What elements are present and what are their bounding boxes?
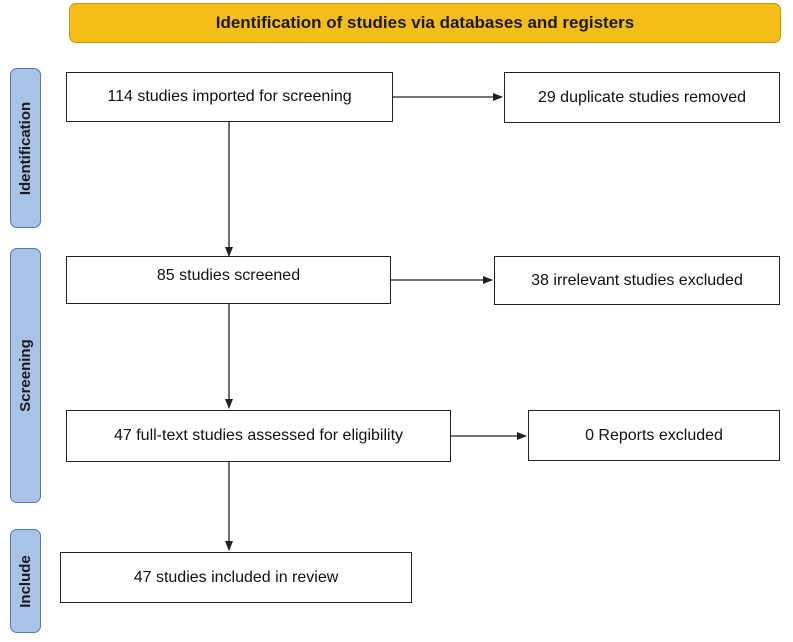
box-irrelevant-excluded: 38 irrelevant studies excluded	[494, 256, 780, 305]
box-included: 47 studies included in review	[60, 552, 412, 603]
box-reports-excluded: 0 Reports excluded	[528, 410, 780, 461]
box-included-text: 47 studies included in review	[133, 568, 339, 586]
box-imported: 114 studies imported for screening	[66, 72, 393, 122]
stage-tab-screening: Screening	[10, 248, 41, 503]
box-reports-excluded-text: 0 Reports excluded	[585, 426, 723, 444]
box-fulltext-text: 47 full-text studies assessed for eligib…	[113, 427, 404, 444]
stage-label-include: Include	[17, 554, 35, 608]
box-irrelevant-text: 38 irrelevant studies excluded	[531, 271, 743, 289]
box-screened-text: 85 studies screened	[156, 267, 301, 284]
box-duplicates-removed: 29 duplicate studies removed	[504, 72, 780, 123]
header-title: Identification of studies via databases …	[215, 13, 635, 32]
stage-tab-identification: Identification	[10, 68, 41, 228]
box-screened: 85 studies screened	[66, 256, 391, 304]
box-fulltext-assessed: 47 full-text studies assessed for eligib…	[66, 410, 451, 462]
stage-tab-include: Include	[10, 529, 41, 633]
stage-label-identification: Identification	[17, 101, 34, 195]
box-imported-text: 114 studies imported for screening	[107, 88, 352, 105]
prisma-header: Identification of studies via databases …	[69, 3, 781, 43]
stage-label-screening: Screening	[17, 339, 34, 412]
box-duplicates-text: 29 duplicate studies removed	[537, 88, 747, 106]
